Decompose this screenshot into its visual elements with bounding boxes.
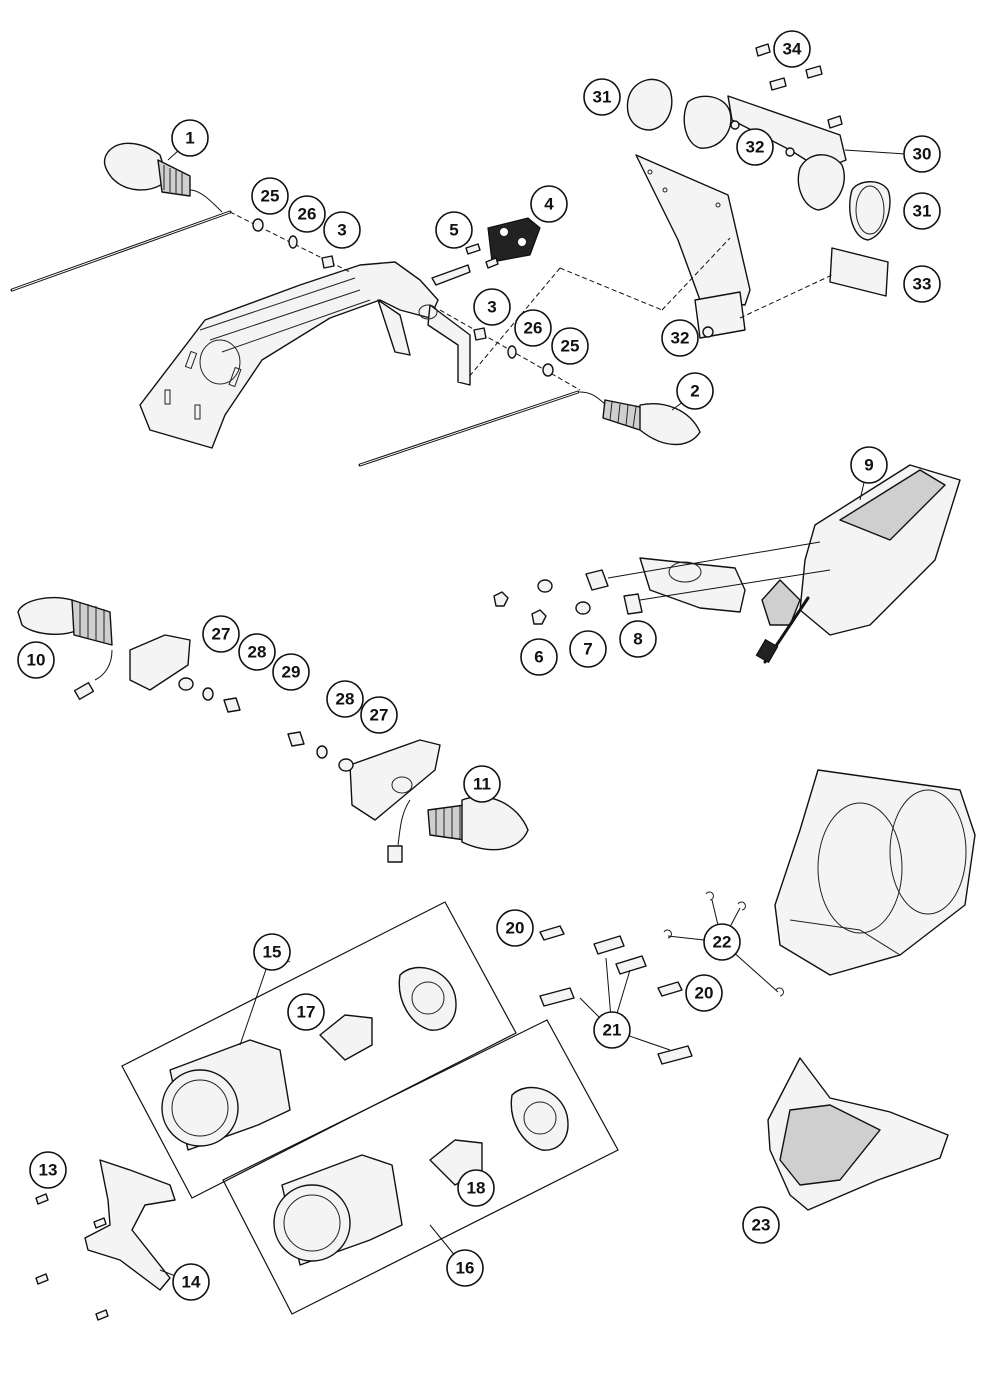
mounting-bolts xyxy=(539,891,784,1065)
headlight-unit-16 xyxy=(273,1086,569,1266)
callout-26-lower: 26 xyxy=(514,309,552,347)
svg-text:1: 1 xyxy=(185,129,194,148)
svg-text:26: 26 xyxy=(298,205,317,224)
callout-28-right: 28 xyxy=(326,680,364,718)
callout-27-left: 27 xyxy=(202,615,240,653)
callout-7: 7 xyxy=(569,630,607,668)
turn-indicator-2 xyxy=(579,391,701,446)
callout-32-lower: 32 xyxy=(661,319,699,357)
callout-2: 2 xyxy=(676,372,714,410)
svg-text:20: 20 xyxy=(506,919,525,938)
callout-20-upper: 20 xyxy=(496,909,534,947)
svg-text:29: 29 xyxy=(282,663,301,682)
callout-16: 16 xyxy=(446,1249,484,1287)
svg-text:13: 13 xyxy=(39,1161,58,1180)
svg-text:18: 18 xyxy=(467,1179,486,1198)
fastener-set-lower xyxy=(473,327,554,377)
svg-text:17: 17 xyxy=(297,1003,316,1022)
callout-28-left: 28 xyxy=(238,633,276,671)
svg-text:21: 21 xyxy=(603,1021,622,1040)
tail-light-assembly xyxy=(607,464,961,664)
svg-text:3: 3 xyxy=(337,221,346,240)
reflector-block xyxy=(431,217,541,286)
svg-text:30: 30 xyxy=(913,145,932,164)
headlight-unit-15 xyxy=(161,966,457,1151)
callout-15: 15 xyxy=(253,933,291,971)
headlight-bracket xyxy=(35,1159,176,1321)
svg-text:27: 27 xyxy=(370,706,389,725)
headlight-housing xyxy=(774,769,976,976)
svg-text:31: 31 xyxy=(913,202,932,221)
callout-26-upper: 26 xyxy=(288,195,326,233)
svg-text:31: 31 xyxy=(593,88,612,107)
callout-6: 6 xyxy=(520,638,558,676)
callout-31-left: 31 xyxy=(583,78,621,116)
svg-text:14: 14 xyxy=(182,1273,201,1292)
svg-text:32: 32 xyxy=(671,329,690,348)
headlight-kit-16-frame xyxy=(222,1019,619,1315)
callout-21: 21 xyxy=(593,1011,631,1049)
svg-text:34: 34 xyxy=(783,40,802,59)
svg-text:20: 20 xyxy=(695,984,714,1003)
callout-11: 11 xyxy=(463,765,501,803)
svg-text:22: 22 xyxy=(713,933,732,952)
callout-18: 18 xyxy=(457,1169,495,1207)
callout-10: 10 xyxy=(17,641,55,679)
svg-text:25: 25 xyxy=(261,187,280,206)
turn-indicator-1 xyxy=(103,142,223,213)
callout-25-lower: 25 xyxy=(551,327,589,365)
front-indicator-fasteners xyxy=(178,677,354,772)
fastener-set-upper xyxy=(252,218,335,269)
front-cowl xyxy=(767,1057,949,1211)
svg-text:32: 32 xyxy=(746,138,765,157)
callout-1: 1 xyxy=(171,119,209,157)
svg-text:4: 4 xyxy=(544,195,554,214)
svg-text:7: 7 xyxy=(583,640,592,659)
turn-indicator-11 xyxy=(349,739,529,863)
rear-fender-bracket xyxy=(139,261,471,449)
licence-plate-bracket xyxy=(467,43,891,379)
svg-text:8: 8 xyxy=(633,630,642,649)
svg-text:28: 28 xyxy=(248,643,267,662)
callout-8: 8 xyxy=(619,620,657,658)
callout-33: 33 xyxy=(903,265,941,303)
svg-text:26: 26 xyxy=(524,319,543,338)
callout-4: 4 xyxy=(530,185,568,223)
svg-text:10: 10 xyxy=(27,651,46,670)
callout-3-lower: 3 xyxy=(473,288,511,326)
svg-text:33: 33 xyxy=(913,275,932,294)
callout-22: 22 xyxy=(703,923,741,961)
callout-14: 14 xyxy=(172,1263,210,1301)
svg-text:28: 28 xyxy=(336,690,355,709)
svg-text:11: 11 xyxy=(473,775,491,794)
callout-5: 5 xyxy=(435,211,473,249)
svg-text:5: 5 xyxy=(449,221,458,240)
callout-20-lower: 20 xyxy=(685,974,723,1012)
svg-text:2: 2 xyxy=(690,382,699,401)
callout-3-upper: 3 xyxy=(323,211,361,249)
svg-text:15: 15 xyxy=(263,943,282,962)
callout-9: 9 xyxy=(850,446,888,484)
svg-text:23: 23 xyxy=(752,1216,771,1235)
svg-text:16: 16 xyxy=(456,1259,475,1278)
svg-text:6: 6 xyxy=(534,648,543,667)
callout-25-upper: 25 xyxy=(251,177,289,215)
svg-text:27: 27 xyxy=(212,625,231,644)
tail-light-fasteners xyxy=(493,569,643,625)
callout-23: 23 xyxy=(742,1206,780,1244)
callout-32-upper: 32 xyxy=(736,128,774,166)
callout-29: 29 xyxy=(272,653,310,691)
callout-34: 34 xyxy=(773,30,811,68)
svg-text:3: 3 xyxy=(487,298,496,317)
headlight-kit-15-frame xyxy=(121,901,517,1199)
turn-indicator-10 xyxy=(17,597,191,701)
callout-27-right: 27 xyxy=(360,696,398,734)
svg-text:25: 25 xyxy=(561,337,580,356)
callout-31-right: 31 xyxy=(903,192,941,230)
callout-30: 30 xyxy=(903,135,941,173)
svg-text:9: 9 xyxy=(864,456,873,475)
callout-13: 13 xyxy=(29,1151,67,1189)
callout-17: 17 xyxy=(287,993,325,1031)
